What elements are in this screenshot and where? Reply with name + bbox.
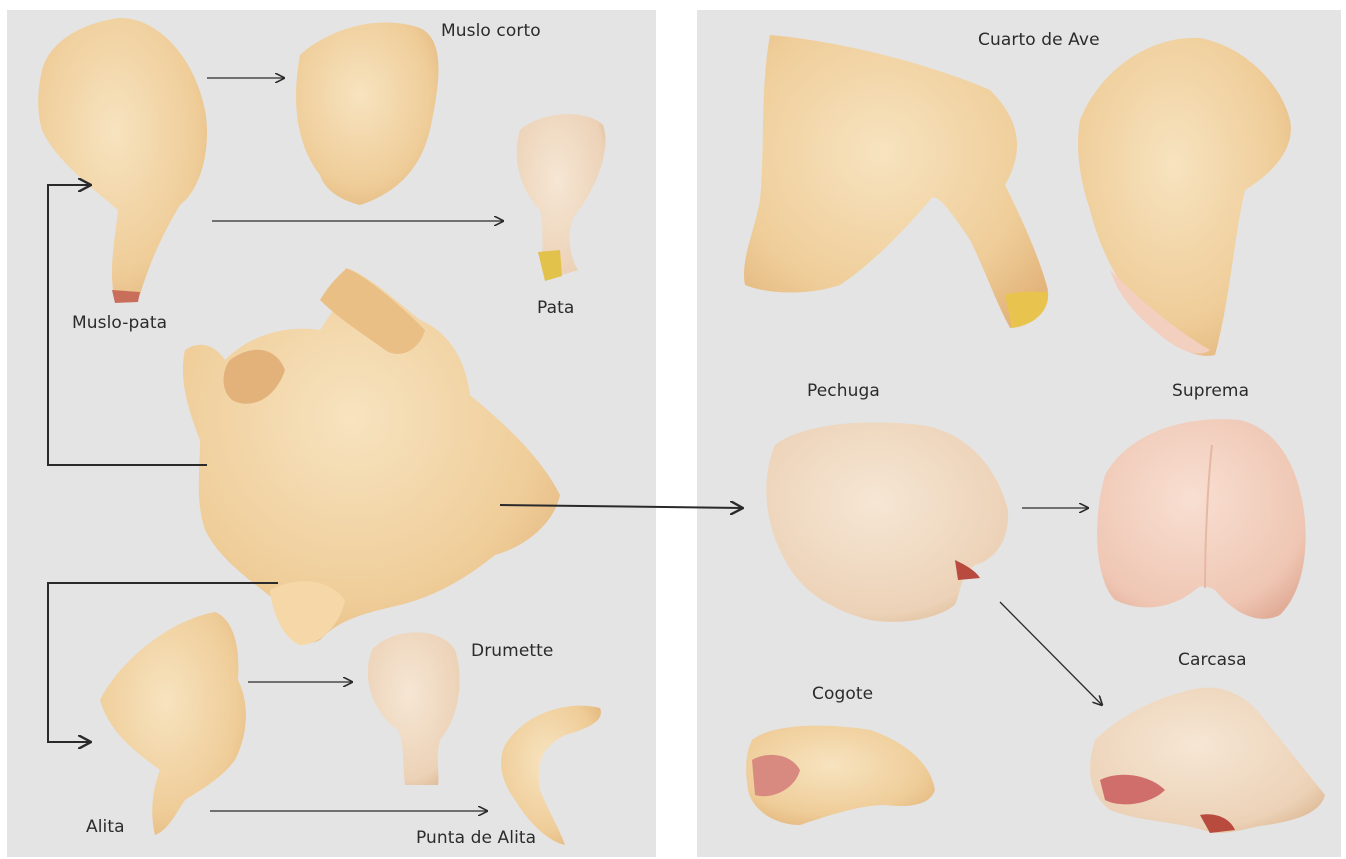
muslo-corto-image bbox=[296, 22, 438, 205]
muslo-pata-image bbox=[38, 18, 207, 302]
label-muslo-corto: Muslo corto bbox=[441, 21, 541, 41]
label-pechuga: Pechuga bbox=[807, 381, 880, 401]
label-drumette: Drumette bbox=[471, 641, 553, 661]
label-muslo-pata: Muslo-pata bbox=[72, 313, 167, 333]
label-punta-de-alita: Punta de Alita bbox=[416, 828, 536, 848]
alita-image bbox=[100, 612, 246, 835]
label-cuarto-de-ave: Cuarto de Ave bbox=[978, 30, 1100, 50]
label-pata: Pata bbox=[537, 298, 574, 318]
pata-image bbox=[517, 114, 606, 280]
label-suprema: Suprema bbox=[1172, 381, 1249, 401]
label-alita: Alita bbox=[86, 817, 125, 837]
label-cogote: Cogote bbox=[812, 684, 873, 704]
pechuga-image bbox=[766, 422, 1008, 622]
suprema-image bbox=[1097, 419, 1305, 619]
cuarto-de-ave-breast-image bbox=[1078, 38, 1291, 356]
label-carcasa: Carcasa bbox=[1178, 650, 1247, 670]
arrow-to-carcasa bbox=[1000, 602, 1102, 705]
cuarto-de-ave-image bbox=[744, 35, 1048, 328]
carcasa-image bbox=[1090, 688, 1325, 833]
punta-de-alita-image bbox=[501, 706, 601, 845]
drumette-image bbox=[368, 632, 460, 785]
